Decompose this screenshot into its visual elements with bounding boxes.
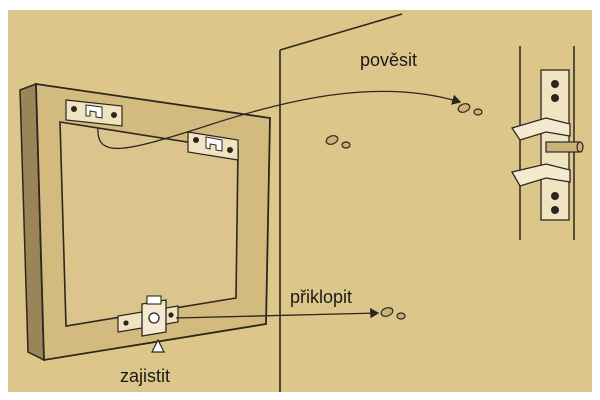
label-fold: přiklopit [290,287,353,307]
label-lock: zajistit [120,366,171,386]
mirror-frame [19,82,271,362]
lock-clip [117,295,179,337]
wall-screw-middle [325,135,351,149]
mounted-bracket-detail [510,46,584,240]
wall-screw-fold [380,307,406,320]
wall-corner [279,13,403,392]
fold-arrow [175,307,380,319]
hang-bracket-right [187,131,239,161]
lock-arrow-icon [151,338,165,353]
hang-bracket-left [65,99,123,127]
hang-arrow [97,90,462,149]
wall-screw-hang [457,103,483,116]
label-hang: pověsit [360,50,418,70]
